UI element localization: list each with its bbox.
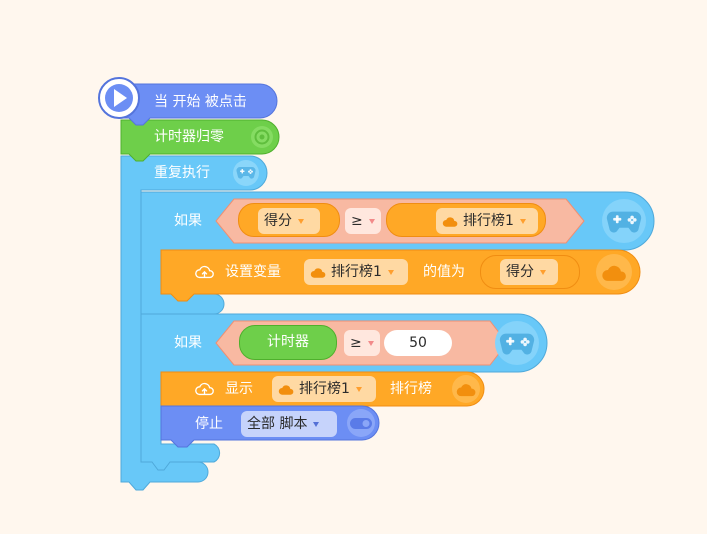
value-label: 的值为 — [423, 264, 465, 280]
reset-timer-shape — [120, 119, 280, 162]
when-clicked-label: 当 开始 被点击 — [154, 94, 247, 110]
chevron-down-icon — [368, 218, 375, 224]
leaderboard-dropdown-1[interactable]: 排行榜1 — [436, 208, 538, 234]
chevron-down-icon — [519, 218, 526, 224]
chevron-down-icon — [313, 421, 320, 427]
score-value-dropdown[interactable]: 得分 — [500, 259, 558, 285]
hat-block-shape — [120, 83, 278, 126]
reset-timer-label: 计时器归零 — [154, 129, 224, 145]
operator-value: ≥ — [351, 213, 363, 229]
leaderboard-dropdown-3[interactable]: 排行榜1 — [272, 376, 376, 402]
if-1-label: 如果 — [174, 213, 202, 229]
stop-option-value: 全部 脚本 — [247, 416, 308, 432]
leaderboard-suffix-label: 排行榜 — [390, 381, 432, 397]
chevron-down-icon — [367, 340, 374, 346]
stop-option-dropdown[interactable]: 全部 脚本 — [241, 411, 337, 437]
operator-value: ≥ — [350, 335, 362, 351]
chevron-down-icon — [355, 386, 362, 392]
leaderboard-value: 排行榜1 — [463, 213, 514, 229]
stop-label: 停止 — [195, 416, 223, 432]
operator-dropdown-2[interactable]: ≥ — [344, 330, 380, 356]
cloud-icon — [278, 384, 294, 395]
cloud-icon — [310, 267, 326, 278]
chevron-down-icon — [540, 269, 546, 275]
set-variable-value: 得分 — [506, 264, 534, 280]
show-leaderboard-target: 排行榜1 — [299, 381, 350, 397]
if-2-label: 如果 — [174, 335, 202, 351]
chevron-down-icon — [298, 218, 304, 224]
show-label: 显示 — [225, 381, 253, 397]
toggle-icon — [347, 409, 375, 437]
set-variable-label: 设置变量 — [225, 264, 281, 280]
repeat-forever-label: 重复执行 — [154, 165, 210, 181]
set-variable-target: 排行榜1 — [331, 264, 382, 280]
chevron-down-icon — [387, 269, 394, 275]
timer-reporter[interactable]: 计时器 — [239, 325, 337, 360]
cloud-icon — [442, 216, 458, 227]
timer-icon — [251, 126, 273, 148]
operator-dropdown-1[interactable]: ≥ — [345, 208, 381, 234]
score-variable-value: 得分 — [264, 213, 292, 229]
leaderboard-dropdown-2[interactable]: 排行榜1 — [304, 259, 408, 285]
score-variable-dropdown[interactable]: 得分 — [258, 208, 320, 234]
number-input[interactable]: 50 — [384, 330, 452, 356]
